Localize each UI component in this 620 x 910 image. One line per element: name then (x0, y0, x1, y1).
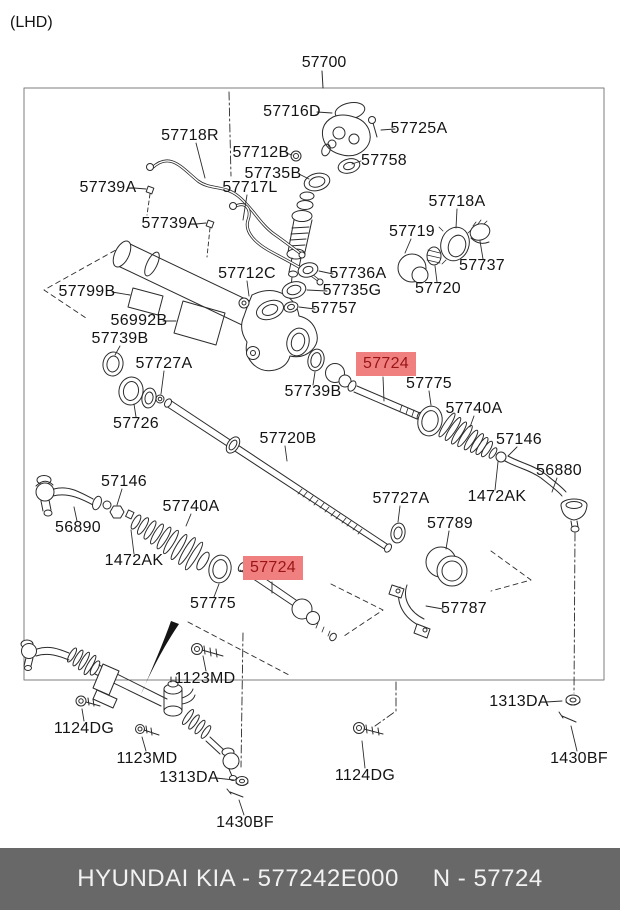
part-label-57739B: 57739B (284, 383, 342, 400)
part-label-1472AK: 1472AK (104, 552, 164, 569)
part-label-57727A: 57727A (372, 490, 430, 507)
sketch-label-tags (111, 287, 226, 346)
part-label-57716D: 57716D (263, 103, 321, 120)
part-label-57726: 57726 (113, 415, 159, 432)
sketch-feed-pipes (146, 142, 324, 286)
sketch-bearing-stack (102, 345, 165, 418)
part-label-57739A: 57739A (141, 215, 199, 232)
assembly-number-label: 57700 (301, 54, 347, 71)
part-label-1472AK: 1472AK (467, 488, 527, 505)
sketch-assembled-gear (20, 639, 249, 816)
footer-bar: HYUNDAI KIA - 577242E000 N - 57724 (0, 848, 620, 910)
part-label-56890: 56890 (55, 519, 101, 536)
part-label-1124DG: 1124DG (334, 767, 396, 784)
part-label-57775: 57775 (190, 595, 236, 612)
part-label-1430BF: 1430BF (216, 814, 274, 831)
part-label-57735G: 57735G (322, 282, 382, 299)
part-label-57724: 57724 (356, 352, 416, 376)
part-label-1124DG: 1124DG (53, 720, 115, 737)
part-label-57727A: 57727A (135, 355, 193, 372)
footer-brand-part: HYUNDAI KIA - 577242E000 (77, 865, 399, 892)
part-label-1123MD: 1123MD (116, 750, 178, 767)
sketch-bolt-1124DG-right (353, 722, 384, 769)
drive-variant-label: (LHD) (10, 14, 53, 31)
sketch-left-boot (130, 513, 210, 571)
part-label-57735B: 57735B (244, 165, 302, 182)
part-label-57740A: 57740A (162, 498, 220, 515)
part-label-57737: 57737 (459, 257, 505, 274)
part-label-57799B: 57799B (58, 283, 116, 300)
part-label-1123MD: 1123MD (174, 670, 236, 687)
part-label-57724: 57724 (243, 556, 303, 580)
part-label-57787: 57787 (441, 600, 487, 617)
sketch-left-tie-rod-end (35, 475, 135, 555)
sketch-yoke-group (397, 208, 491, 284)
sketch-gear-housing (112, 240, 318, 372)
part-label-1313DA: 1313DA (159, 769, 219, 786)
part-label-56992B: 56992B (110, 312, 168, 329)
sketch-port-rings (281, 262, 334, 386)
part-label-57740A: 57740A (445, 400, 503, 417)
part-label-57146: 57146 (101, 473, 147, 490)
part-label-57725A: 57725A (390, 120, 448, 137)
sketch-outer-tie-rod-right (504, 455, 588, 752)
footer-ref-part: N - 57724 (432, 865, 543, 892)
sketch-seal-rings-top (285, 150, 362, 192)
part-label-57720B: 57720B (259, 430, 317, 447)
part-label-57758: 57758 (361, 152, 407, 169)
part-label-56880: 56880 (536, 462, 582, 479)
diagram-frame-box (23, 70, 605, 681)
part-label-57712C: 57712C (218, 265, 276, 282)
part-label-57717L: 57717L (222, 179, 278, 196)
part-label-57739A: 57739A (79, 179, 137, 196)
part-label-57712B: 57712B (232, 144, 290, 161)
sketch-pipe-clips (133, 185, 215, 258)
part-label-57736A: 57736A (329, 265, 387, 282)
part-label-57775: 57775 (406, 375, 452, 392)
part-label-57718R: 57718R (161, 127, 219, 144)
part-label-57739B: 57739B (91, 330, 149, 347)
sketch-bolt-57725A (368, 116, 396, 138)
center-lines (228, 91, 576, 768)
sketch-valve-housing (316, 102, 371, 157)
sketch-right-boot-group (417, 390, 518, 491)
part-label-57718A: 57718A (428, 193, 486, 210)
pointer-swoosh (141, 621, 179, 694)
part-label-57789: 57789 (427, 515, 473, 532)
part-label-1430BF: 1430BF (550, 750, 608, 767)
part-label-1313DA: 1313DA (489, 693, 549, 710)
part-label-57719: 57719 (389, 223, 435, 240)
part-label-57146: 57146 (496, 431, 542, 448)
sketch-mount-group (388, 505, 468, 639)
part-label-57757: 57757 (311, 300, 357, 317)
sketch-rack-bar (163, 398, 393, 553)
part-label-57720: 57720 (415, 280, 461, 297)
construction-lines (43, 245, 532, 676)
